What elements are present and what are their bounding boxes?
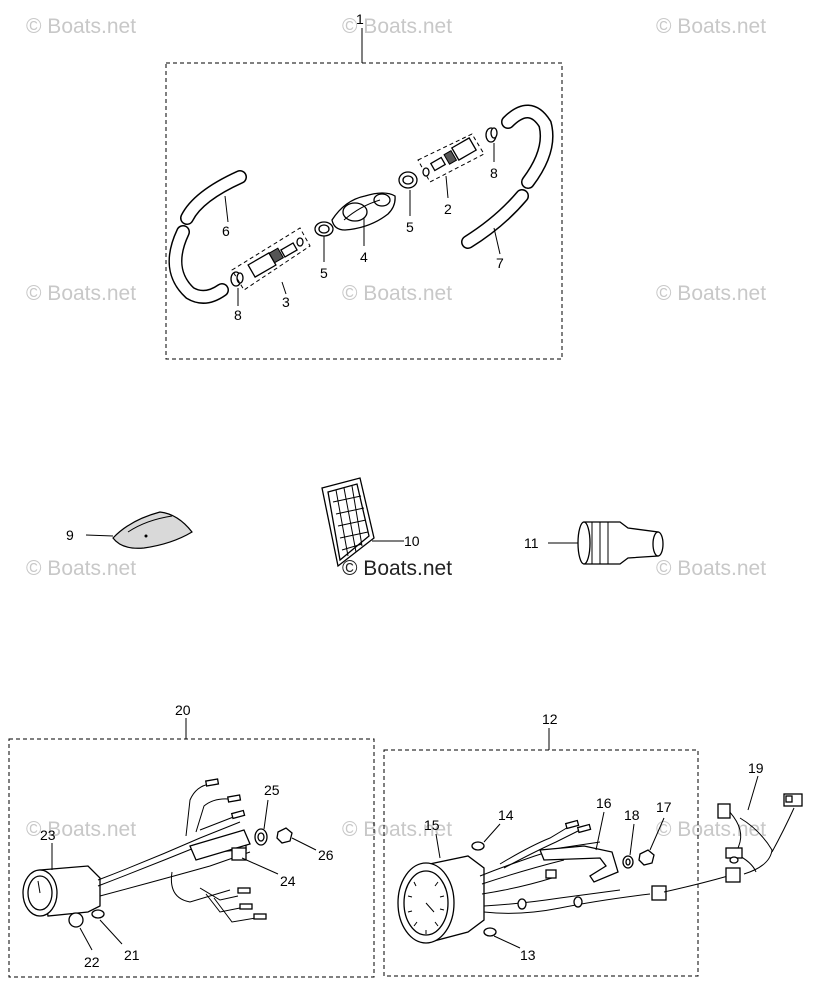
callout-11: 11: [524, 535, 539, 551]
harness-20: [97, 778, 267, 923]
watermark: © Boats.net: [26, 818, 136, 841]
connector-3: [231, 227, 311, 291]
watermark: © Boats.net: [342, 818, 452, 841]
callout-8a: 8: [234, 307, 242, 323]
callout-15: 15: [424, 817, 440, 833]
callout-1: 1: [356, 11, 364, 27]
connector-2: [417, 133, 485, 183]
callout-13: 13: [520, 947, 536, 963]
callout-22: 22: [84, 954, 100, 970]
assembly-box-1: [165, 62, 563, 360]
watermark: © Boats.net: [656, 282, 766, 305]
fuel-line-assembly: 1 6 8 3 5: [165, 11, 563, 360]
callout-8b: 8: [490, 165, 498, 181]
callout-9: 9: [66, 527, 74, 543]
callout-5b: 5: [406, 219, 414, 235]
watermark: © Boats.net: [656, 557, 766, 580]
callout-3: 3: [282, 294, 290, 310]
assembly-box-20: [8, 738, 375, 978]
callout-26: 26: [318, 847, 334, 863]
callout-16: 16: [596, 795, 612, 811]
watermark: © Boats.net: [26, 557, 136, 580]
callout-6: 6: [222, 223, 230, 239]
callout-21: 21: [124, 947, 140, 963]
callout-4: 4: [360, 249, 368, 265]
gauge-15: [397, 855, 485, 944]
callout-2: 2: [444, 201, 452, 217]
primer-bulb-4: [331, 192, 396, 231]
callout-14: 14: [498, 807, 514, 823]
assembly-box-12: [383, 749, 699, 977]
hose-7: [461, 104, 554, 249]
callout-10: 10: [404, 533, 420, 549]
callout-20: 20: [175, 702, 191, 718]
watermark: © Boats.net: [342, 557, 452, 580]
harness-19: [663, 793, 803, 893]
watermark: © Boats.net: [342, 15, 452, 38]
watermark: © Boats.net: [342, 282, 452, 305]
part-11-fitting: [577, 521, 664, 565]
part-10-screen: [321, 477, 375, 568]
harness-12: [479, 819, 667, 914]
gauge-kit-12: 12 15 16: [383, 711, 699, 977]
watermark: © Boats.net: [656, 818, 766, 841]
hose-6: [168, 170, 247, 304]
callout-12: 12: [542, 711, 558, 727]
part-9-pad: [112, 511, 193, 549]
watermark: © Boats.net: [656, 15, 766, 38]
callout-7: 7: [496, 255, 504, 271]
callout-25: 25: [264, 782, 280, 798]
watermark: © Boats.net: [26, 282, 136, 305]
callout-24: 24: [280, 873, 296, 889]
callout-5a: 5: [320, 265, 328, 281]
gauge-kit-20: 20 23: [8, 702, 375, 978]
watermark: © Boats.net: [26, 15, 136, 38]
callout-19: 19: [748, 760, 764, 776]
watermarks: © Boats.net © Boats.net © Boats.net © Bo…: [26, 15, 766, 841]
callout-23: 23: [40, 827, 56, 843]
callout-17: 17: [656, 799, 672, 815]
callout-18: 18: [624, 807, 640, 823]
gauge-23: [22, 865, 101, 917]
